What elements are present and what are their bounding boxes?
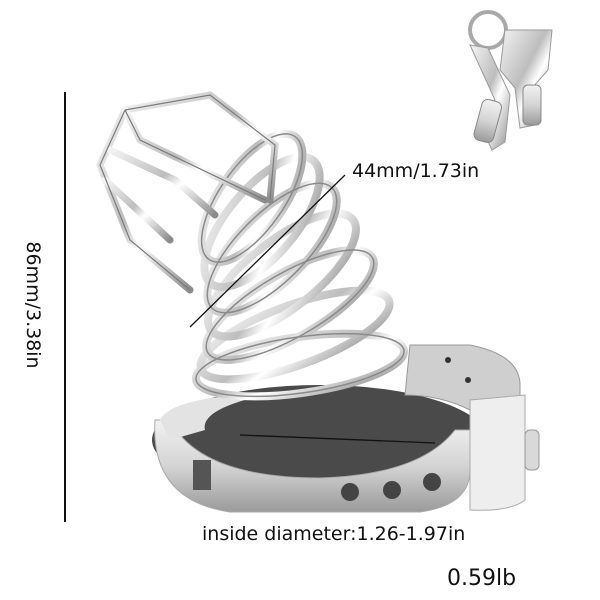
height-measure-line <box>64 92 66 522</box>
keys-icon <box>468 10 553 151</box>
depth-label: 44mm/1.73in <box>352 160 480 182</box>
depth-measure-line <box>189 174 346 328</box>
weight-label: 0.59lb <box>447 566 517 591</box>
inside-diameter-label: inside diameter:1.26-1.97in <box>202 523 466 545</box>
diameter-measure-line <box>239 434 436 444</box>
base-ring <box>152 344 540 513</box>
keyring-icon <box>468 10 508 50</box>
height-label: 86mm/3.38in <box>22 241 44 369</box>
